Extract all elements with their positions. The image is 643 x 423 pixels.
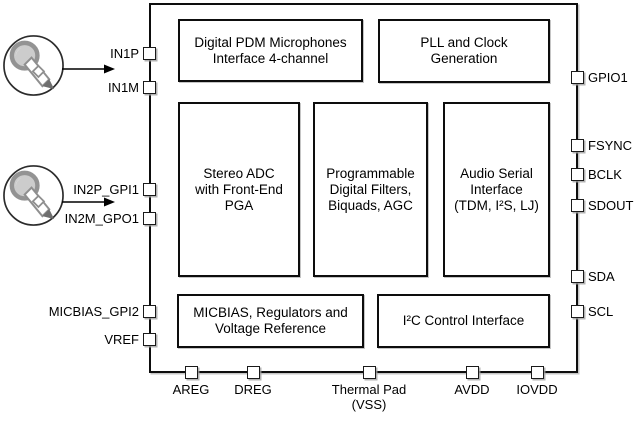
block-pll-clock-generation: PLL and Clock Generation	[378, 19, 550, 83]
pin-in2m-gpo1: IN2M_GPO1	[65, 210, 156, 226]
right-arrow-icon	[60, 195, 116, 214]
pin-scl: SCL	[571, 303, 613, 319]
pin-box	[571, 167, 584, 181]
pin-box	[571, 70, 584, 84]
pin-label: FSYNC	[588, 137, 633, 153]
right-arrow-icon	[60, 62, 116, 81]
pin-label: VREF	[104, 331, 139, 347]
pin-thermal-pad: Thermal Pad (VSS)	[314, 366, 424, 412]
block-digital-pdm-mic-interface: Digital PDM Microphones Interface 4-chan…	[178, 19, 363, 82]
block-programmable-filters: Programmable Digital Filters, Biquads, A…	[313, 102, 428, 277]
pin-label: IN1M	[107, 79, 139, 95]
pin-box	[465, 366, 479, 379]
pin-box	[571, 138, 584, 152]
pin-label: IN2P_GPI1	[73, 181, 139, 197]
pin-label: DREG	[234, 382, 272, 397]
pin-label: SCL	[588, 303, 614, 319]
pin-box	[143, 304, 156, 318]
pin-label: AVDD	[454, 382, 490, 397]
pin-sda: SDA	[571, 268, 615, 284]
pin-in1m: IN1M	[108, 79, 156, 95]
pin-bclk: BCLK	[571, 166, 622, 182]
pin-box	[362, 366, 376, 379]
pin-avdd: AVDD	[417, 366, 527, 397]
pin-box	[143, 332, 156, 346]
pin-label: MICBIAS_GPI2	[48, 303, 139, 319]
pin-label: BCLK	[588, 166, 622, 182]
pin-in2p-gpi1: IN2P_GPI1	[73, 181, 156, 197]
block-micbias-regulators: MICBIAS, Regulators and Voltage Referenc…	[177, 294, 364, 348]
pin-label: IN1P	[110, 45, 139, 61]
block-i2c-control-interface: I²C Control Interface	[377, 294, 550, 348]
pin-box	[571, 304, 584, 318]
pin-box	[143, 46, 156, 60]
pin-areg: AREG	[136, 366, 246, 397]
pin-label: IOVDD	[516, 382, 558, 397]
pin-box	[143, 182, 156, 196]
block-audio-serial-interface: Audio Serial Interface (TDM, I²S, LJ)	[443, 102, 550, 277]
pin-fsync: FSYNC	[571, 137, 632, 153]
pin-box	[143, 211, 156, 225]
pin-vref: VREF	[104, 331, 156, 347]
pin-dreg: DREG	[198, 366, 308, 397]
pin-label: SDOUT	[588, 197, 634, 213]
pin-box	[571, 198, 584, 212]
pin-iovdd: IOVDD	[482, 366, 592, 397]
pin-sdout: SDOUT	[571, 197, 634, 213]
pin-label: Thermal Pad (VSS)	[331, 382, 407, 412]
pin-box	[530, 366, 544, 379]
pin-box	[143, 80, 156, 94]
pin-label: AREG	[172, 382, 210, 397]
microphone-icon	[2, 164, 65, 227]
microphone-icon	[2, 34, 65, 97]
pin-label: SDA	[588, 268, 615, 284]
pin-gpio1: GPIO1	[571, 69, 628, 85]
pin-label: GPIO1	[588, 69, 628, 85]
pin-box	[246, 366, 260, 379]
pin-box	[184, 366, 198, 379]
pin-label: IN2M_GPO1	[64, 210, 139, 226]
pin-box	[571, 269, 584, 283]
pin-in1p: IN1P	[110, 45, 156, 61]
pin-micbias-gpi2: MICBIAS_GPI2	[49, 303, 156, 319]
block-stereo-adc-pga: Stereo ADC with Front-End PGA	[178, 102, 300, 277]
